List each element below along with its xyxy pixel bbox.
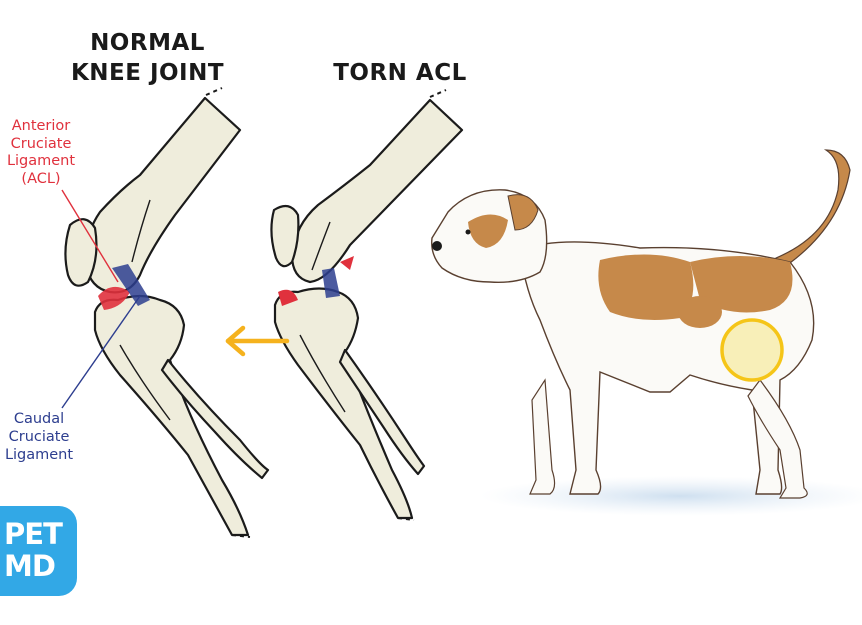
torn-fibula <box>338 348 426 476</box>
torn-ccl-ligament <box>322 268 340 298</box>
dog-ear <box>507 194 539 231</box>
bone-cut-lines <box>205 87 447 538</box>
dog-hip-patch <box>678 296 722 328</box>
acl-label-line-2: Cruciate <box>10 135 72 152</box>
ccl-label-line-1: Caudal <box>13 411 65 427</box>
dog-body-patch <box>598 254 694 320</box>
normal-ccl-ligament <box>112 264 150 306</box>
normal-femur <box>84 96 242 294</box>
acl-leader-line <box>61 189 119 283</box>
torn-acl-knee-diagram <box>270 98 464 520</box>
logo-line-1: PET <box>4 517 63 551</box>
normal-knee-title: NORMAL KNEE JOINT <box>60 28 235 88</box>
normal-tibia <box>93 294 250 537</box>
normal-patella <box>64 218 98 287</box>
logo-line-2: MD <box>4 549 56 583</box>
arrow-left-icon <box>225 325 290 357</box>
caudal-cruciate-label: Caudal Cruciate Ligament <box>0 410 78 464</box>
dog-nose <box>432 241 442 251</box>
normal-acl-ligament <box>98 286 130 310</box>
torn-tibia <box>273 287 414 520</box>
ccl-leader-line <box>61 295 141 409</box>
knee-highlight-circle <box>720 318 784 382</box>
dog-rear-patch <box>690 256 793 313</box>
torn-acl-upper-fragment <box>340 256 354 270</box>
ccl-label-line-3: Ligament <box>4 447 74 463</box>
dog-eye <box>465 229 471 235</box>
acl-label-line-1: Anterior <box>11 118 71 134</box>
ccl-label-line-2: Cruciate <box>8 429 70 445</box>
dog-back-leg <box>747 378 808 499</box>
torn-acl-title: TORN ACL <box>333 60 467 86</box>
normal-title-line-2: KNEE JOINT <box>70 60 225 86</box>
dog-front-leg <box>529 378 556 495</box>
dog-illustration <box>431 149 862 516</box>
normal-fibula <box>160 358 270 480</box>
dog-head-patch <box>468 214 508 248</box>
acl-label-line-4: (ACL) <box>21 170 61 187</box>
petmd-logo: PET MD <box>0 506 77 596</box>
normal-knee-diagram <box>64 96 270 537</box>
dog-tail <box>775 149 851 271</box>
normal-title-line-1: NORMAL <box>90 30 205 56</box>
acl-label: Anterior Cruciate Ligament (ACL) <box>0 118 82 188</box>
torn-acl-lower-fragment <box>278 289 298 306</box>
torn-patella <box>270 204 300 268</box>
acl-label-line-3: Ligament <box>6 153 76 169</box>
